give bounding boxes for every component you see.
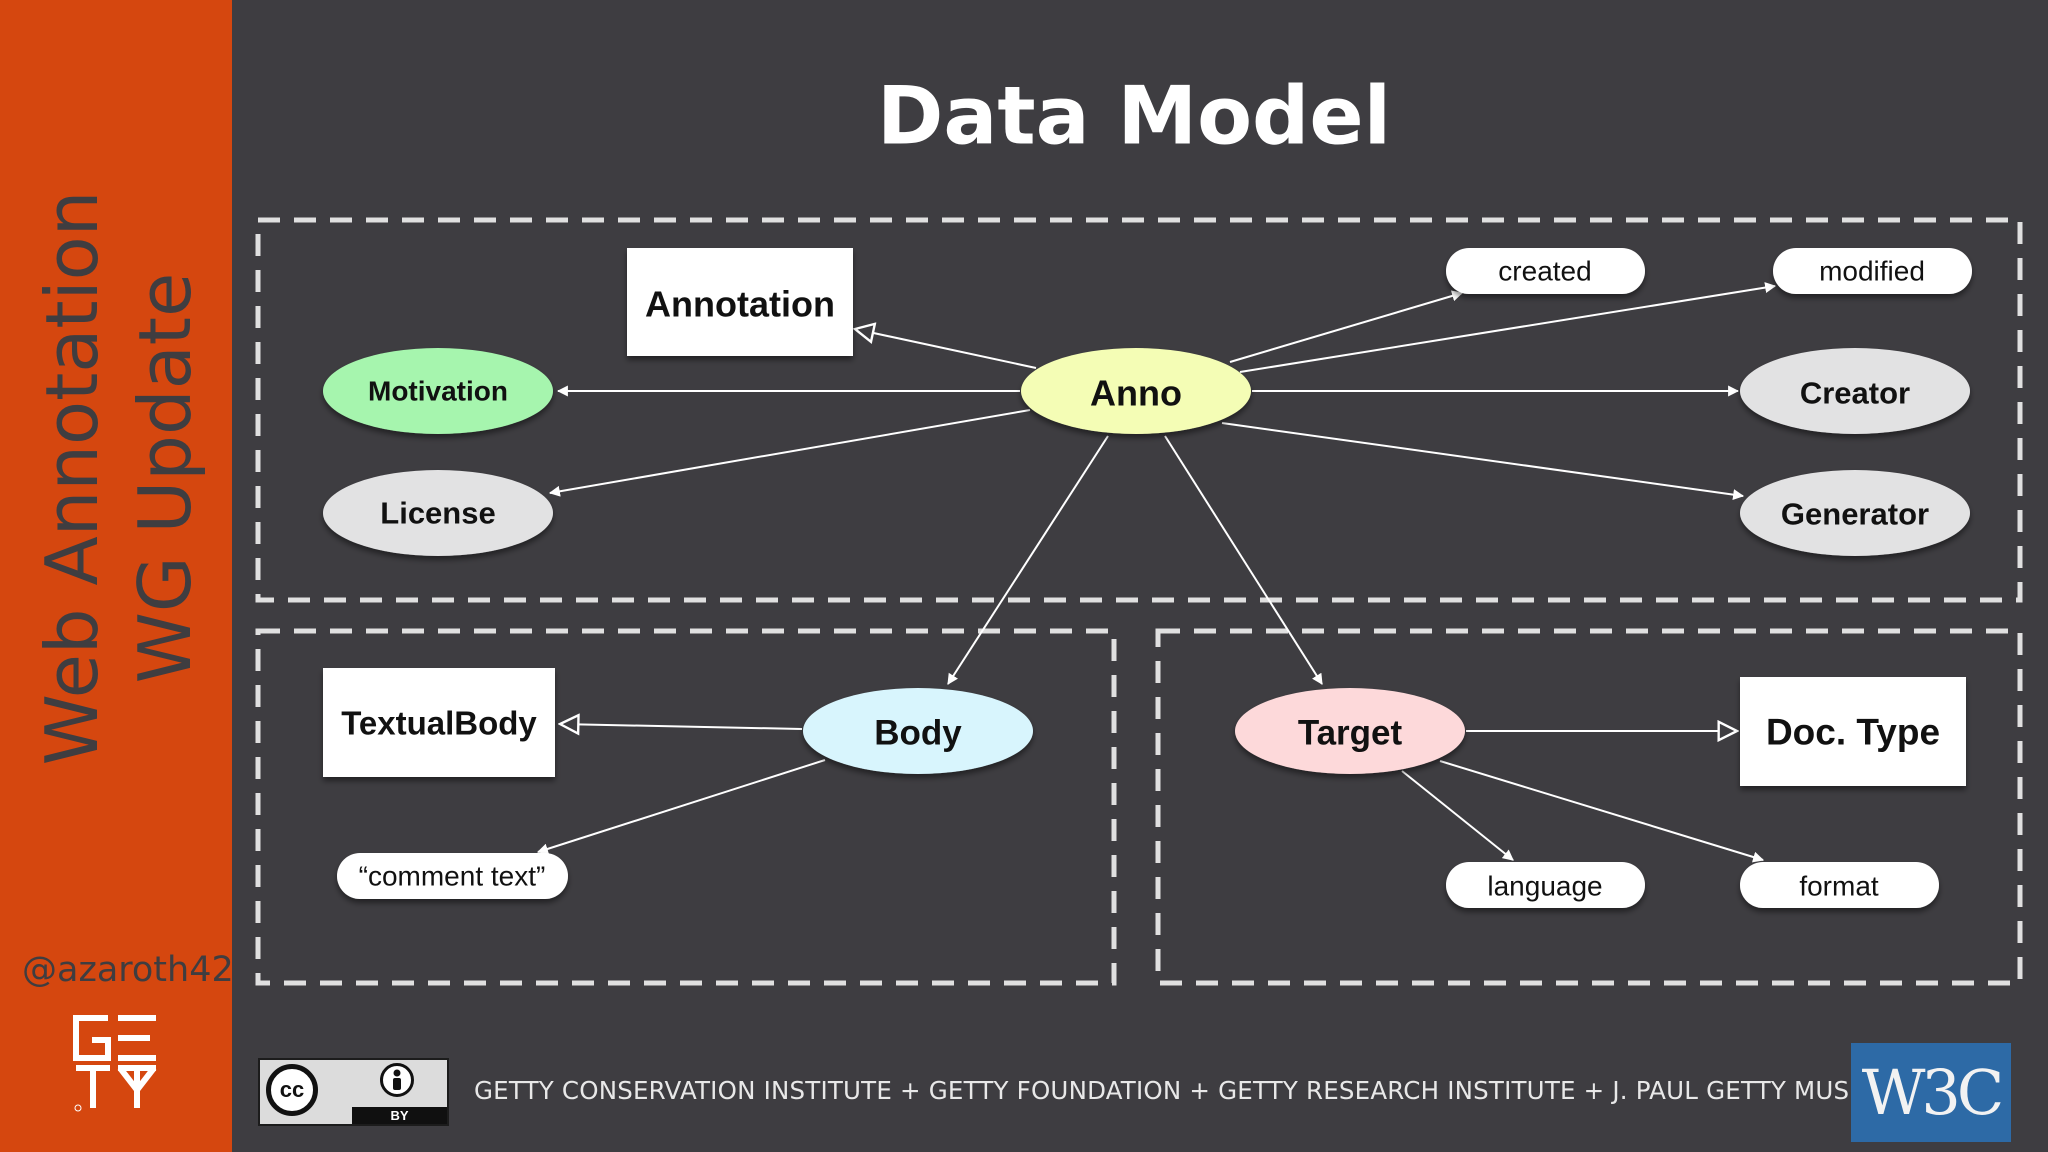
doctype-label: Doc. Type <box>1766 712 1940 753</box>
modified-node <box>1773 248 1972 294</box>
twitter-handle: @azaroth42 <box>22 950 234 990</box>
anno-label: Anno <box>1090 373 1182 414</box>
format-label: format <box>1799 871 1879 902</box>
body-label: Body <box>874 714 962 753</box>
language-node <box>1446 862 1645 908</box>
anno-node <box>1021 348 1251 434</box>
license-label: License <box>380 496 495 531</box>
edge-anno-license <box>548 409 1031 497</box>
language-label: language <box>1487 871 1602 902</box>
w3c-logo: W3C <box>1851 1043 2011 1142</box>
motivation-label: Motivation <box>368 376 508 407</box>
sidebar: Web Annotation WG Update @azaroth42 <box>0 0 234 1152</box>
textualbody-box <box>323 668 555 777</box>
edge-anno-body <box>947 435 1109 685</box>
edge-anno-generator <box>1221 422 1745 501</box>
annotation-group-box <box>255 217 2023 603</box>
annotation-class-label: Annotation <box>645 284 835 325</box>
getty-logo <box>70 1012 160 1117</box>
annotation-class-box <box>627 248 853 356</box>
edge-anno-created <box>1229 290 1464 363</box>
doctype-box <box>1740 677 1966 786</box>
footer-institutions: GETTY CONSERVATION INSTITUTE + GETTY FOU… <box>474 1076 1905 1105</box>
body-node <box>803 688 1033 774</box>
edge-body-comment <box>536 759 826 855</box>
edge-anno-target <box>1164 435 1323 685</box>
edge-anno-annotation <box>855 329 1037 369</box>
created-label: created <box>1498 256 1591 287</box>
edge-anno-modified <box>1239 282 1777 373</box>
format-node <box>1740 862 1939 908</box>
edge-target-language <box>1401 770 1514 861</box>
comment-text-label: “comment text” <box>359 861 546 892</box>
comment-text-node <box>337 853 568 899</box>
motivation-node <box>323 348 553 434</box>
creator-node <box>1740 348 1970 434</box>
cc-icon: cc <box>266 1064 318 1116</box>
edge-body-textualbody <box>560 724 803 729</box>
edge-target-format <box>1439 760 1765 863</box>
created-node <box>1446 248 1645 294</box>
person-icon <box>380 1063 414 1097</box>
cc-by-license-badge: cc BY <box>258 1058 449 1126</box>
generator-node <box>1740 470 1970 556</box>
modified-label: modified <box>1819 256 1925 287</box>
textualbody-label: TextualBody <box>341 705 537 742</box>
generator-label: Generator <box>1781 497 1929 532</box>
license-node <box>323 470 553 556</box>
target-label: Target <box>1298 714 1403 753</box>
creator-label: Creator <box>1800 376 1910 411</box>
target-group-box <box>1155 628 2023 986</box>
target-node <box>1235 688 1465 774</box>
slide-title: Data Model <box>877 69 1391 163</box>
body-group-box <box>255 628 1117 986</box>
cc-by-label: BY <box>352 1107 447 1124</box>
